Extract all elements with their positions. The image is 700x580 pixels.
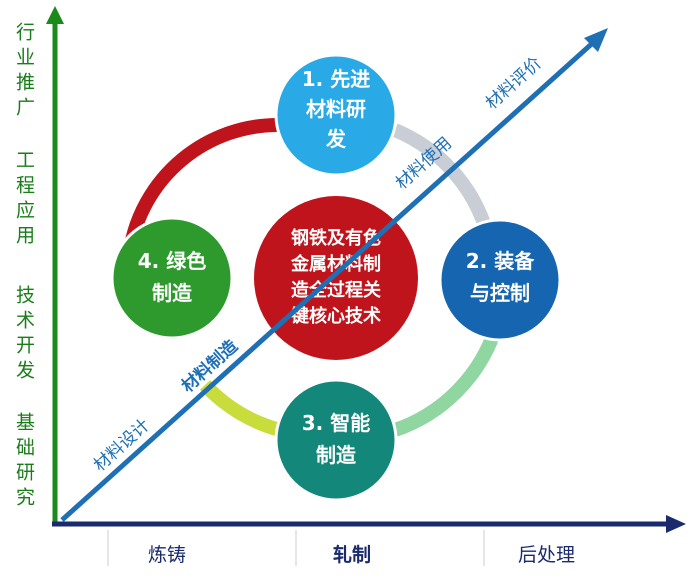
y-label-engineering: 工程应用 [13,150,35,250]
center-line-2: 金属材料制 [290,253,381,275]
y-label-industry: 行业推广 [13,22,35,122]
node-2-line-2: 与控制 [470,281,530,305]
center-line-4: 键核心技术 [290,305,381,327]
node-4-circle [110,216,234,340]
center-line-1: 钢铁及有色 [291,227,381,249]
y-axis-arrowhead [46,6,64,24]
y-label-research: 基础研究 [13,412,35,512]
node-1-line-2: 材料研 [306,97,366,121]
node-4-line-2: 制造 [152,281,193,305]
ring-arc-light-green [392,327,502,437]
diagonal-arrow-line [60,38,598,522]
center-line-3: 造全过程关 [291,279,381,301]
x-label-rolling: 轧制 [333,544,372,566]
x-axis-arrowhead [666,515,686,533]
ring-arc-yellow-green [199,380,282,437]
node-4-line-1: 4. 绿色 [138,249,206,273]
node-3-line-1: 3. 智能 [302,411,370,435]
node-2-line-1: 2. 装备 [466,249,535,273]
y-label-technology: 技术开发 [13,285,35,385]
diag-label-evaluation: 材料评价 [482,53,546,113]
node-3-circle [274,378,398,502]
ring-arc-red [123,117,281,252]
x-label-casting: 炼铸 [148,544,187,566]
x-label-posttreatment: 后处理 [518,544,576,566]
node-2-circle [438,218,562,342]
node-1-line-3: 发 [325,127,347,151]
diagonal-arrowhead [584,28,608,52]
node-3-line-2: 制造 [316,443,357,467]
node-1-circle [274,53,398,177]
node-1-line-1: 1. 先进 [302,67,370,91]
